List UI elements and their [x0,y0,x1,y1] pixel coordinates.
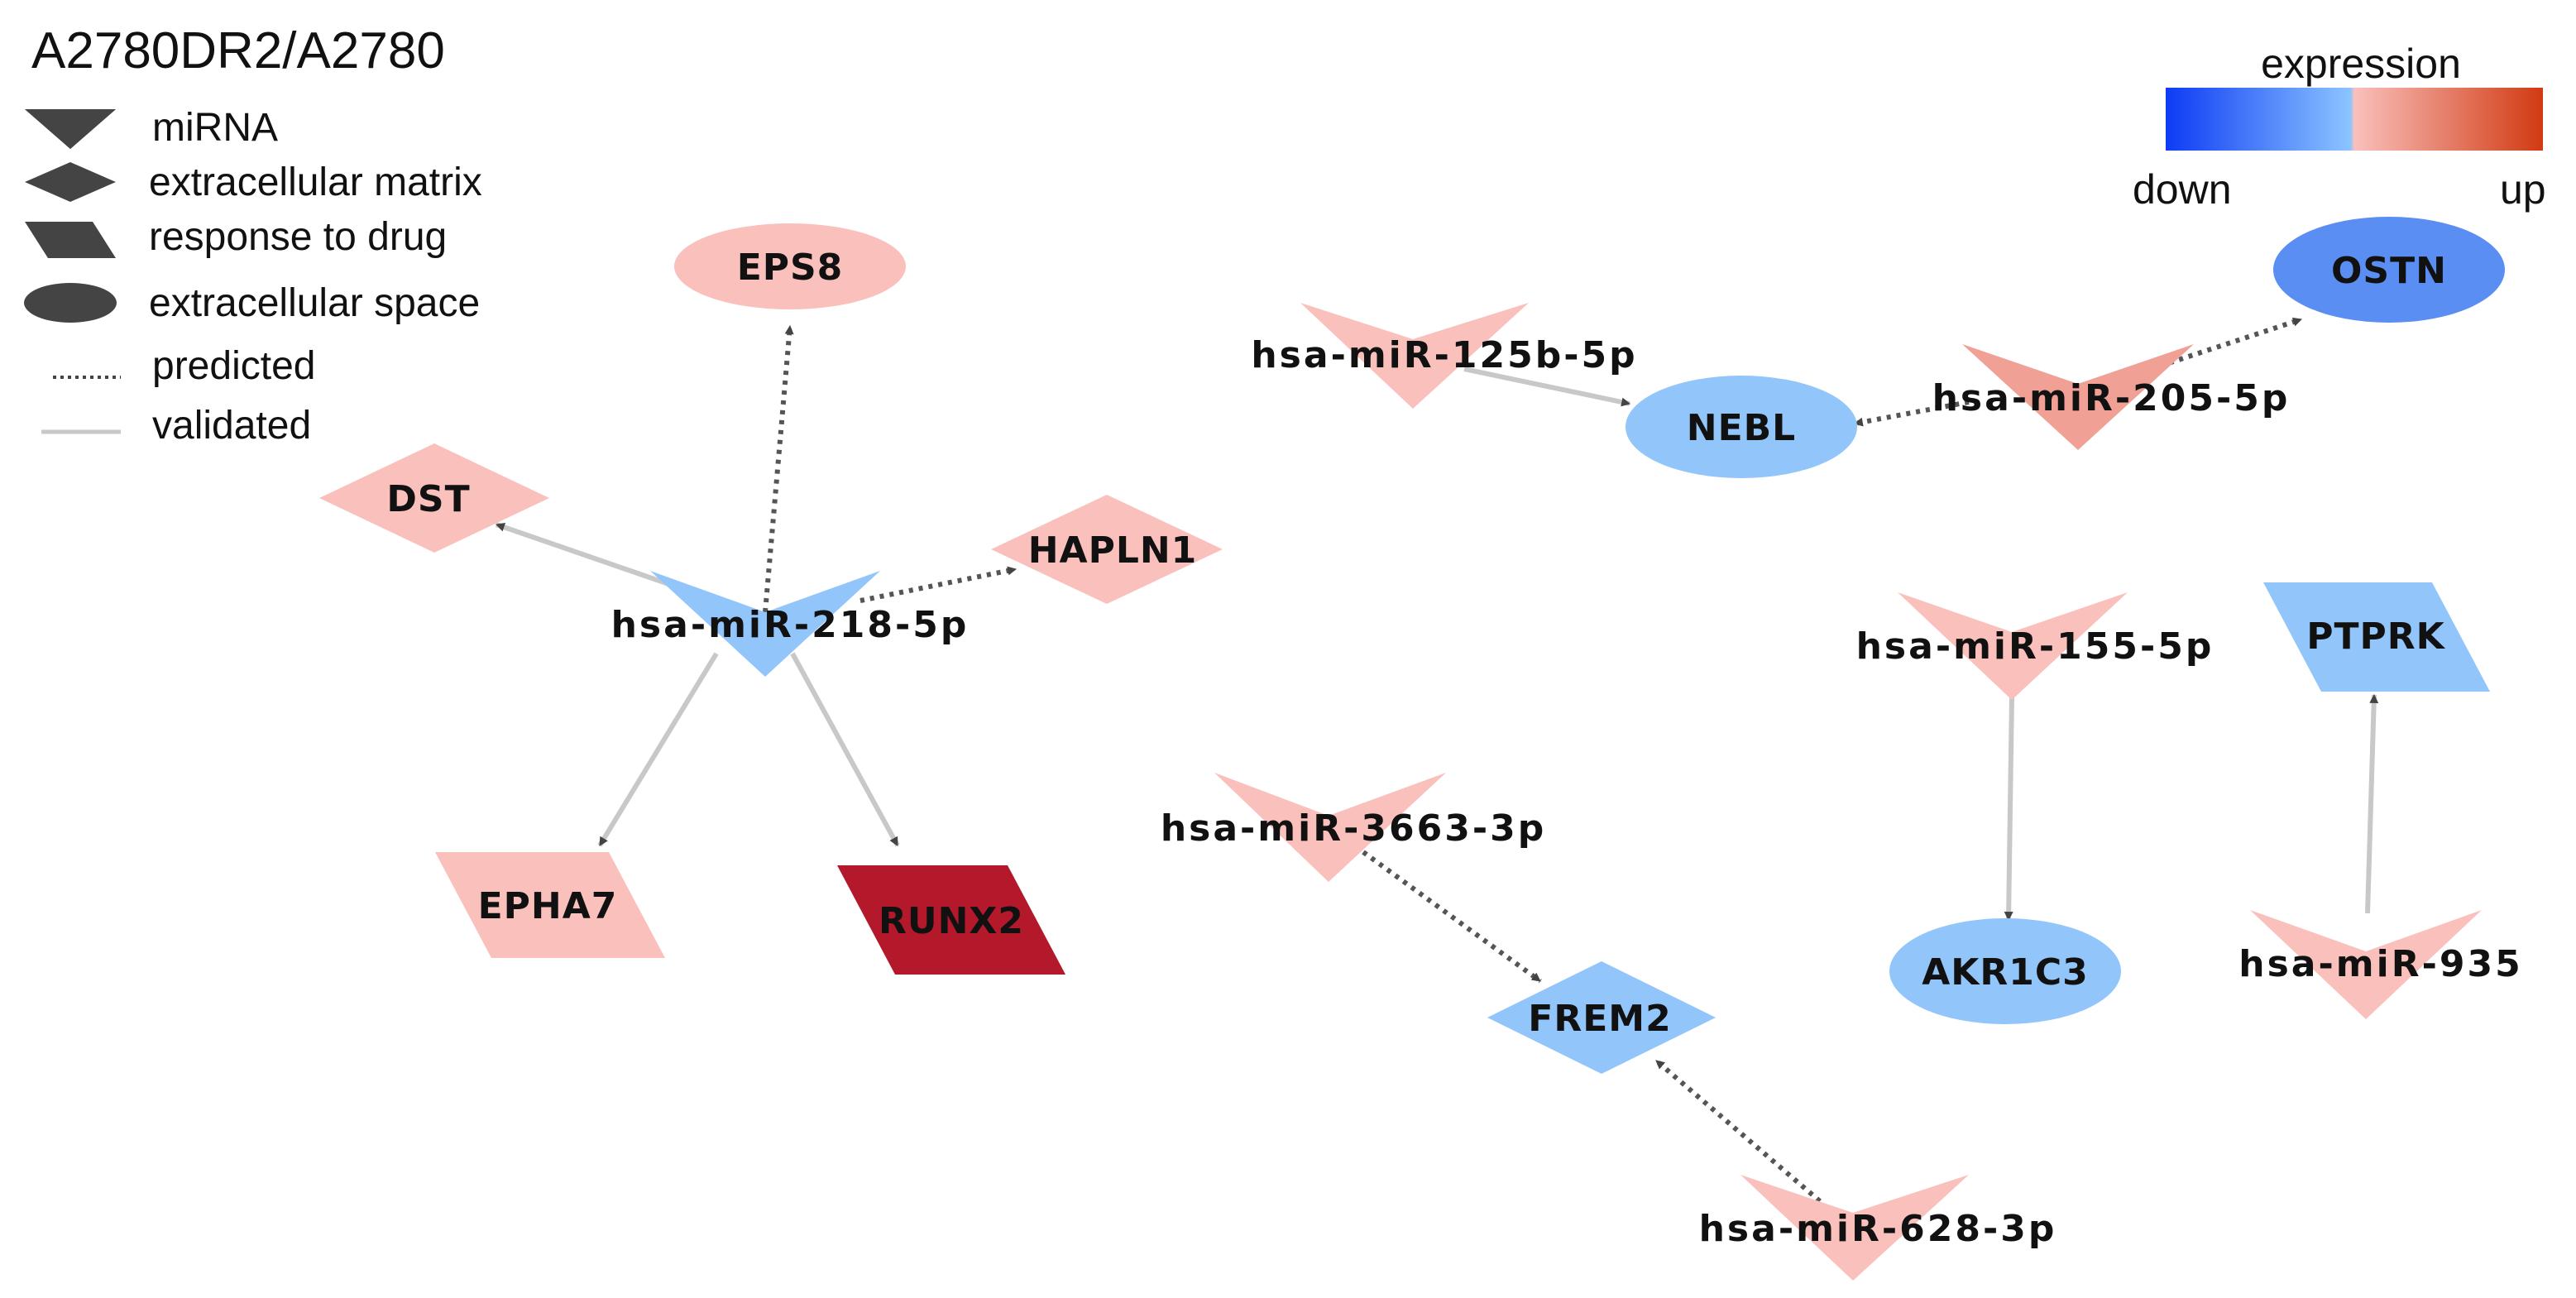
node-mir125b-shape [1300,303,1529,409]
node-mir205-label: hsa-miR-205-5p [1932,377,2291,419]
legend-label-mirna: miRNA [152,106,278,150]
node-mir125b[interactable]: hsa-miR-125b-5p [1251,303,1637,409]
node-akr1c3-shape [1889,918,2121,1024]
legend-item-predicted: predicted [53,344,315,388]
node-ostn-label: OSTN [2331,250,2447,292]
node-mir155[interactable]: hsa-miR-155-5p [1856,592,2214,700]
legend-label-extracellular-space: extracellular space [149,281,480,325]
legend-label-validated: validated [152,404,311,448]
edge-mir125b-nebl [1463,366,1631,407]
edge-mir218-dst [495,522,679,590]
node-epha7-shape [435,852,665,958]
node-ptprk[interactable]: PTPRK [2263,582,2490,692]
scale-bar [2166,88,2543,151]
node-hapln1-label: HAPLN1 [1028,529,1198,572]
node-mir218[interactable]: hsa-miR-218-5p [611,571,970,677]
node-hapln1[interactable]: HAPLN1 [991,495,1223,604]
node-frem2-shape [1487,961,1716,1074]
node-mir935-label: hsa-miR-935 [2238,943,2522,985]
edge-mir205-ostn [2150,317,2303,371]
legend-item-extracellular-space: extracellular space [24,281,480,325]
node-mir155-label: hsa-miR-155-5p [1856,625,2214,668]
legend-label-response-to-drug: response to drug [149,215,447,259]
node-mir935-shape [2250,910,2482,1019]
edge-mir935-ptprk [2365,693,2379,914]
scale-high-label: up [2500,166,2546,213]
node-ostn-shape [2273,217,2505,323]
edge-mir3663-frem2 [1362,850,1542,984]
expression-scale: expression down up [2133,41,2546,213]
node-frem2-label: FREM2 [1528,998,1671,1040]
diagram-title: A2780DR2/A2780 [31,22,445,79]
legend-label-extracellular-matrix: extracellular matrix [149,160,482,204]
node-mir205[interactable]: hsa-miR-205-5p [1932,344,2291,450]
node-dst-label: DST [386,478,470,520]
edges [495,317,2379,1204]
node-runx2-label: RUNX2 [879,900,1024,942]
node-nebl[interactable]: NEBL [1626,376,1857,478]
legend-item-extracellular-matrix: extracellular matrix [25,160,482,204]
node-mir3663-label: hsa-miR-3663-3p [1161,807,1546,850]
legend-parallelogram-icon [25,222,116,258]
node-mir155-shape [1898,592,2128,700]
legend-item-response-to-drug: response to drug [25,215,447,259]
scale-low-label: down [2133,166,2232,213]
legend-item-mirna: miRNA [25,106,278,150]
edge-mir218-epha7 [597,652,719,847]
node-ostn[interactable]: OSTN [2273,217,2505,323]
edge-mir218-runx2 [790,652,900,847]
node-eps8-shape [674,223,906,309]
node-akr1c3-label: AKR1C3 [1922,951,2089,994]
edge-mir628-frem2 [1654,1058,1822,1204]
node-nebl-shape [1626,376,1857,478]
node-frem2[interactable]: FREM2 [1487,961,1716,1074]
node-dst[interactable]: DST [319,443,549,553]
node-mir628-shape [1740,1175,1969,1281]
node-eps8[interactable]: EPS8 [674,223,906,309]
node-mir218-shape [650,571,880,677]
node-nebl-label: NEBL [1687,407,1796,449]
node-akr1c3[interactable]: AKR1C3 [1889,918,2121,1024]
node-mir125b-label: hsa-miR-125b-5p [1251,334,1637,376]
node-mir3663-shape [1214,773,1446,882]
node-mir935[interactable]: hsa-miR-935 [2238,910,2522,1019]
legend-diamond-icon [25,162,116,202]
edge-mir218-eps8 [763,324,794,613]
node-mir628-label: hsa-miR-628-3p [1699,1208,2057,1250]
node-mir205-shape [1962,344,2194,450]
node-ptprk-label: PTPRK [2306,615,2445,658]
legend-item-validated: validated [41,404,311,448]
node-dst-shape [319,443,549,553]
legend: miRNA extracellular matrix response to d… [24,106,482,448]
node-runx2-shape [837,865,1065,975]
edge-mir218-hapln1 [859,566,1017,603]
legend-ellipse-icon [24,283,117,323]
node-eps8-label: EPS8 [737,247,844,289]
node-epha7-label: EPHA7 [478,885,618,927]
nodes: EPS8 DST HAPLN1 EPHA7 RUNX2 hsa-miR-218-… [319,217,2522,1281]
node-hapln1-shape [991,495,1223,604]
scale-title: expression [2261,41,2461,87]
legend-label-predicted: predicted [152,344,315,388]
node-epha7[interactable]: EPHA7 [435,852,665,958]
node-ptprk-shape [2263,582,2490,692]
node-mir628[interactable]: hsa-miR-628-3p [1699,1175,2057,1281]
node-mir218-label: hsa-miR-218-5p [611,604,970,646]
node-mir3663[interactable]: hsa-miR-3663-3p [1161,773,1546,882]
edge-mir155-akr1c3 [2004,696,2014,922]
node-runx2[interactable]: RUNX2 [837,865,1065,975]
